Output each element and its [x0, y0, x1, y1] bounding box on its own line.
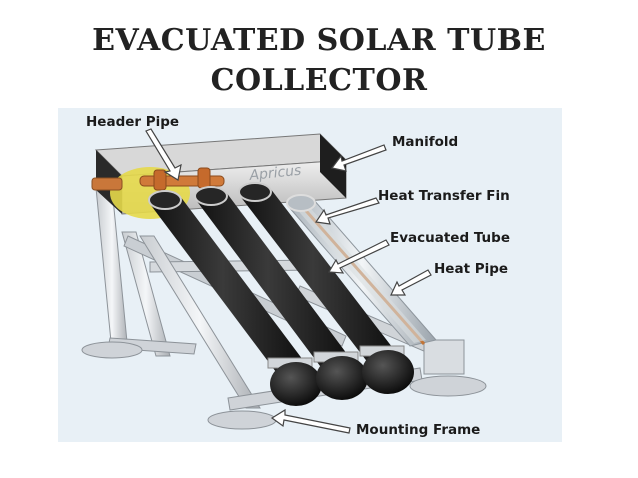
label-mounting-frame: Mounting Frame: [356, 422, 481, 438]
header-pipe-outlet: [91, 177, 123, 191]
arrow-heat-transfer-fin: [314, 197, 380, 225]
arrow-mounting-frame: [270, 408, 351, 434]
tube-end-cap-3: [362, 350, 414, 394]
pointer-arrows: [145, 128, 432, 434]
evacuated-tube-2: [196, 192, 356, 374]
header-pipe: [139, 167, 225, 191]
label-header-pipe: Header Pipe: [86, 114, 180, 130]
tube-end-cap-2: [316, 356, 368, 400]
evacuated-tube-3: [240, 188, 402, 368]
arrow-heat-pipe: [390, 269, 432, 296]
arrow-manifold: [330, 144, 387, 172]
label-heat-transfer-fin: Heat Transfer Fin: [378, 188, 510, 204]
arrow-evacuated-tube: [327, 239, 390, 274]
evacuated-tube-1: [150, 196, 312, 380]
label-manifold: Manifold: [392, 134, 459, 150]
slide-title-line-2: COLLECTOR: [210, 63, 428, 98]
manifold-brand-text: Apricus: [248, 163, 302, 184]
label-heat-pipe: Heat Pipe: [434, 261, 509, 277]
slide-title-line-1: EVACUATED SOLAR TUBE: [92, 23, 546, 58]
arrow-header-pipe: [145, 128, 182, 181]
label-evacuated-tube: Evacuated Tube: [390, 230, 510, 246]
tube-end-cap-1: [270, 362, 322, 406]
heat-transfer-fin-plate: [294, 203, 426, 343]
evacuated-tubes: [148, 182, 437, 406]
